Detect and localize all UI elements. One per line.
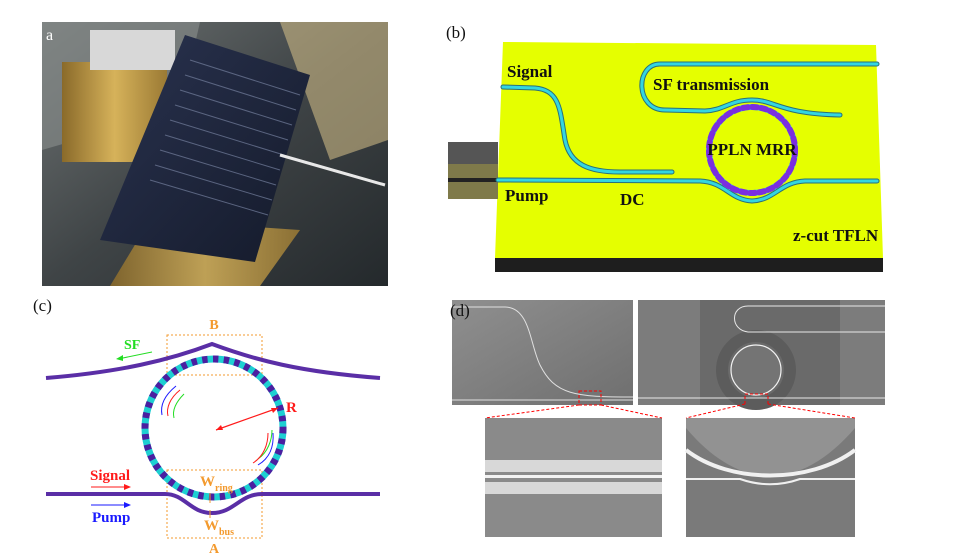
signal-circulation-arrow bbox=[167, 389, 181, 417]
panel-b: (b) Signal SF transmission PPLN MRR Pump… bbox=[446, 23, 883, 272]
top-bus-waveguide bbox=[45, 341, 381, 380]
box-b-label: B bbox=[209, 318, 218, 333]
panel-a-label: a bbox=[46, 27, 53, 44]
chip-waveguides bbox=[149, 59, 301, 216]
panel-c: (c) R B A SF Signal Pump bbox=[33, 296, 381, 556]
pump-label: Pump bbox=[92, 510, 130, 526]
ppln-mrr-label: PPLN MRR bbox=[707, 140, 797, 159]
zoom-markers bbox=[484, 390, 856, 419]
signal-label: Signal bbox=[90, 468, 130, 484]
sem-image-dc bbox=[452, 300, 633, 405]
substrate bbox=[495, 42, 883, 258]
connector bbox=[90, 30, 175, 70]
sf-arrow bbox=[117, 351, 153, 360]
radius-arrow bbox=[215, 407, 279, 431]
fiber-probe bbox=[279, 153, 386, 187]
pump-label: Pump bbox=[505, 186, 548, 205]
w-ring-label: Wring bbox=[200, 474, 233, 494]
panel-d: (d) bbox=[450, 300, 885, 537]
panel-d-label: (d) bbox=[450, 301, 470, 320]
block-connector bbox=[448, 142, 498, 199]
box-a-label: A bbox=[209, 542, 220, 556]
panel-b-label: (b) bbox=[446, 23, 466, 42]
panel-a-photo: a bbox=[42, 22, 388, 286]
signal-label: Signal bbox=[507, 62, 553, 81]
dc-label: DC bbox=[620, 190, 645, 209]
chip bbox=[100, 35, 310, 262]
radius-label: R bbox=[286, 400, 297, 416]
sf-circulation-arrow bbox=[173, 393, 185, 419]
substrate-side bbox=[495, 258, 883, 272]
pump-circulation-arrow bbox=[161, 385, 177, 416]
w-bus-label: Wbus bbox=[204, 518, 234, 538]
panel-c-label: (c) bbox=[33, 296, 52, 315]
sf-label: SF bbox=[124, 338, 140, 353]
sf-transmission-label: SF transmission bbox=[653, 75, 770, 94]
bottom-bus-waveguide bbox=[46, 492, 380, 516]
box-a bbox=[166, 469, 263, 539]
box-b bbox=[166, 334, 263, 376]
substrate-label: z-cut TFLN bbox=[793, 226, 879, 245]
